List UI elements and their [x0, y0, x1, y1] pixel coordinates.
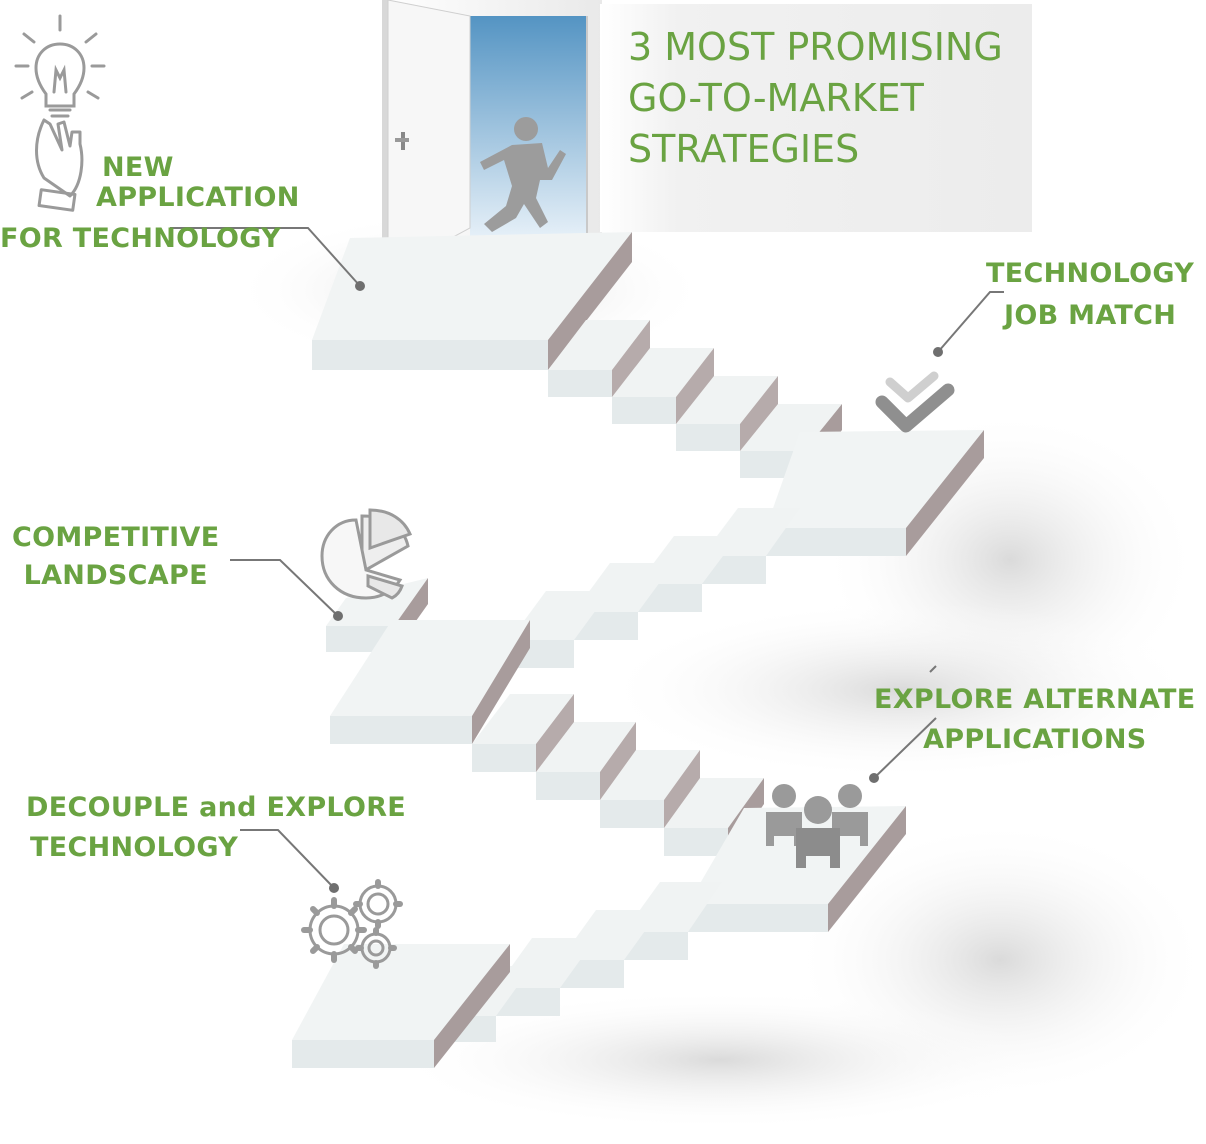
checkmark-icon — [875, 371, 955, 433]
label-decouple-line-2: TECHNOLOGY — [30, 832, 239, 864]
stair-flight-3 — [472, 694, 764, 856]
label-competitive-landscape-line-1: COMPETITIVE — [12, 522, 220, 553]
label-explore-alternate-line-2: APPLICATIONS — [923, 724, 1147, 756]
title-panel — [600, 4, 1032, 232]
label-technology-job-match: TECHNOLOGY JOB MATCH — [986, 258, 1194, 333]
label-competitive-landscape: COMPETITIVE LANDSCAPE — [12, 522, 219, 593]
title-line-2: GO-TO-MARKET — [628, 76, 924, 120]
label-competitive-landscape-line-2: LANDSCAPE — [23, 560, 208, 592]
landing-2 — [766, 430, 984, 556]
leader-dots — [329, 281, 943, 893]
running-man-icon — [480, 117, 566, 232]
label-new-application: NEW APPLICATION FOR TECHNOLOGY — [0, 152, 300, 255]
title-line-1: 3 MOST PROMISING — [628, 25, 1003, 69]
stair-flight-2 — [510, 508, 800, 668]
hand-icon — [35, 118, 84, 212]
top-landing — [312, 232, 632, 370]
lightbulb-icon — [14, 14, 106, 118]
label-technology-job-match-line-1: TECHNOLOGY — [986, 258, 1195, 289]
label-decouple-line-1: DECOUPLE and EXPLORE — [26, 792, 407, 823]
bottom-landing — [292, 944, 510, 1068]
landing-3 — [330, 620, 530, 744]
page-title: 3 MOST PROMISING GO-TO-MARKET STRATEGIES — [628, 22, 1003, 175]
label-explore-alternate-line-1: EXPLORE ALTERNATE — [874, 684, 1196, 715]
gears-icon — [301, 879, 403, 969]
label-technology-job-match-line-2: JOB MATCH — [1003, 300, 1177, 332]
label-decouple: DECOUPLE and EXPLORE TECHNOLOGY — [26, 792, 406, 865]
label-explore-alternate: EXPLORE ALTERNATE APPLICATIONS — [874, 684, 1196, 757]
leader-lines — [170, 227, 1004, 889]
label-new-application-line-3: FOR TECHNOLOGY — [0, 222, 281, 254]
label-new-application-line-1: NEW — [102, 152, 174, 183]
people-group-icon — [766, 784, 868, 868]
title-line-3: STRATEGIES — [628, 127, 860, 171]
label-new-application-line-2: APPLICATION — [96, 182, 300, 214]
pie-chart-icon — [320, 508, 413, 600]
